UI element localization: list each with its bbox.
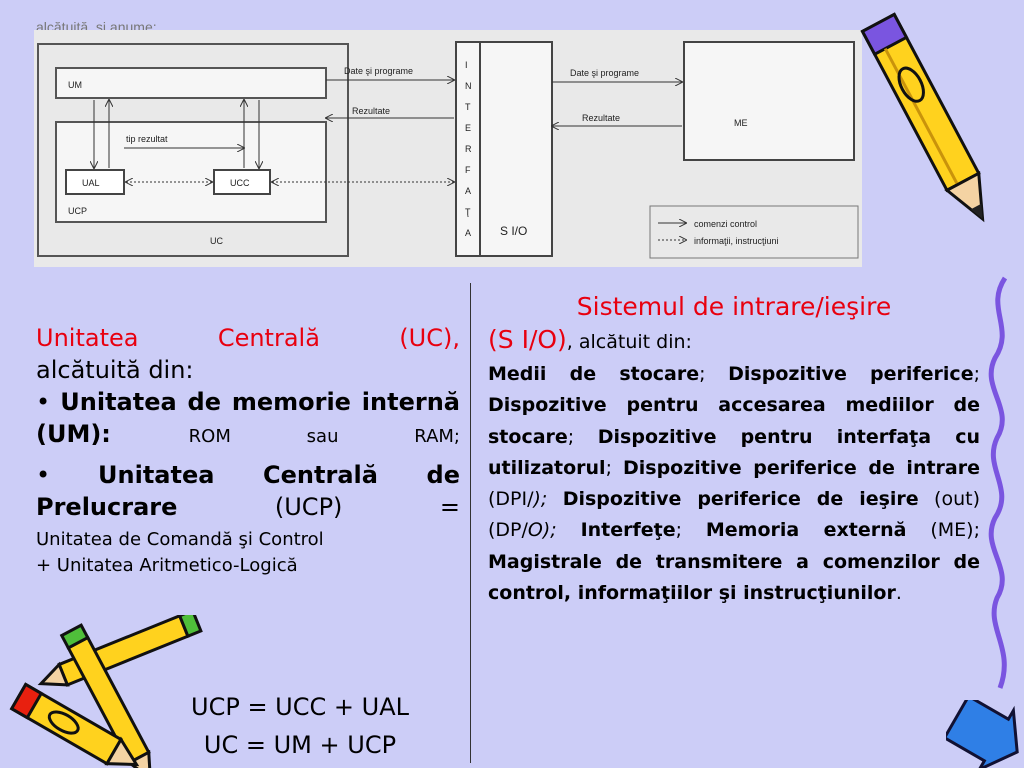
me-label: ME [734,118,748,128]
item-medii: Medii de stocare [488,363,700,385]
rezultate-left: Rezultate [352,106,390,116]
legend-box [649,205,859,259]
interfata-letter: Ţ [465,207,471,217]
um-label: UM [68,80,82,90]
sio-label: S I/O [500,224,527,238]
ucc-box [213,169,271,195]
tip-rezultat-label: tip rezultat [126,134,168,144]
legend-control: comenzi control [694,219,757,229]
sio-components: Medii de stocare; Dispozitive periferice… [488,363,980,605]
bullet-um-rest: ROM sau RAM; [188,426,460,447]
sio-box [479,41,553,257]
interfata-letter: E [465,123,471,133]
ucp-label: UCP [68,206,87,216]
uc-abbr: UC [408,324,443,352]
item-interfete: Interfeţe [580,519,676,542]
bullet-ucp-abbr: (UCP) = [274,493,460,521]
bullet-um-bold: Unitatea de memorie internă [60,388,460,416]
uc-label: UC [210,236,223,246]
item-dpo-close: ); [542,519,557,542]
pencil-top-right-icon [860,12,985,223]
column-divider [470,283,471,763]
sio-title: Sistemul de intrare/ieşire [576,292,892,321]
interfata-letter: F [465,165,471,175]
uc-box [37,43,349,257]
item-interfata-utilizator: Dispozitive pentru interfaţa cu utilizat… [488,425,980,479]
item-magistrale: Magistrale de transmitere a comenzilor d… [488,550,980,605]
item-me-abbr: (ME); [930,519,980,542]
interfata-letter: T [465,102,471,112]
date-programe-right: Date şi programe [570,68,639,78]
item-dpo-o: O [527,519,543,542]
legend-info: informaţii, instrucţiuni [694,236,779,246]
equation-uc: UC = UM + UCP [203,731,397,759]
item-periferice: Dispozitive periferice [728,363,974,385]
bullet-um-line1: • Unitatea de memorie internă (UM): ROM … [36,388,460,448]
interfata-box [455,41,481,257]
uc-composed: alcătuită din: [36,356,194,384]
left-column: Unitatea Centrală (UC), alcătuită din: •… [36,322,460,579]
uc-title: Unitatea Centrală [36,324,320,352]
item-dpi-abbr: (DPI/ [488,488,534,511]
bullet-um-abbr: (UM): [36,420,111,448]
sio-subtitle: (S I/O), alcătuit din: [488,323,980,359]
pencils-bottom-left-icon [9,615,203,768]
rezultate-right: Rezultate [582,113,620,123]
interfata-letter: R [465,144,472,154]
diagram-svg: UM UCP UC UAL UCC tip rezultat Date şi p… [37,41,859,259]
interfata-letter: A [465,186,471,196]
interfata-letter: A [465,228,471,238]
ual-box [65,169,125,195]
item-dpo: Dispozitive periferice de ieşire [562,488,919,511]
line-ucc: Unitatea de Comandă şi Control [36,529,324,550]
architecture-diagram: UM UCP UC UAL UCC tip rezultat Date şi p… [34,30,862,267]
cutoff-text: alcătuită, şi anume: [36,19,157,32]
uc-abbr-close: ), [443,324,460,352]
item-dpo-abbr: (out) (DP/ [488,488,980,542]
date-programe-left: Date şi programe [344,66,413,76]
right-column: Sistemul de intrare/ieşire (S I/O), alcă… [488,290,980,609]
bullet-ucp-bold: Unitatea Centrală de Prelucrare [36,461,460,521]
interfata-letter: I [465,60,468,70]
item-dpi-close: ); [533,488,548,511]
squiggle-line-icon [988,276,1008,689]
arrow-right-icon[interactable] [946,700,1024,768]
ucc-label: UCC [230,178,250,188]
uc-heading-line: Unitatea Centrală (UC), [36,322,460,354]
item-dpi: Dispozitive periferice de intrare [622,456,980,479]
interfata-letters: I N T E R F A Ţ A [465,60,472,238]
um-box [55,67,327,99]
ual-label: UAL [82,178,100,188]
uc-abbr-open: ( [319,324,409,352]
line-ual: + Unitatea Aritmetico-Logică [36,555,298,576]
item-acces-medii: Dispozitive pentru accesarea mediilor de… [488,394,980,448]
me-box [683,41,855,161]
sio-abbr: (S I/O) [488,325,567,354]
item-memoria-externa: Memoria externă [705,519,907,542]
bullet-ucp: • Unitatea Centrală de Prelucrare (UCP) … [36,461,460,521]
sio-composed: , alcătuit din: [566,331,692,353]
interfata-letter: N [465,81,472,91]
equation-ucp: UCP = UCC + UAL [191,693,409,721]
